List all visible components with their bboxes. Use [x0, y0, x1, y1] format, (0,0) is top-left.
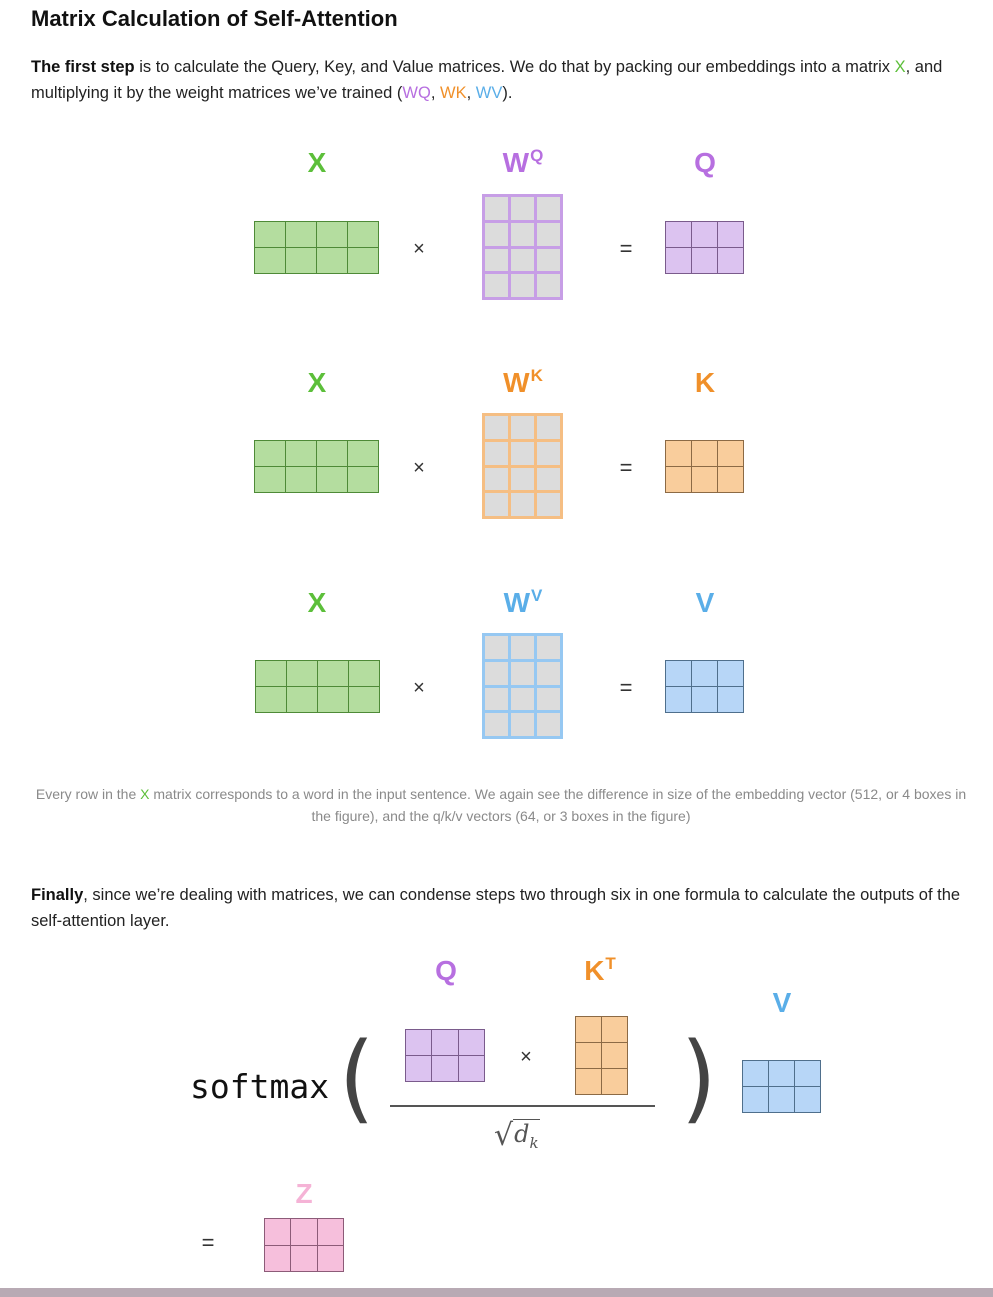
- x-label: X: [307, 147, 327, 178]
- times-operator: ×: [413, 238, 425, 260]
- formula-kt-label: KT: [584, 955, 616, 985]
- caption-x: X: [140, 786, 150, 802]
- wv-label-base: W: [503, 587, 531, 618]
- x-label: X: [307, 587, 327, 618]
- wq-label-sup: Q: [530, 146, 544, 165]
- finally-text: , since we’re dealing with matrices, we …: [31, 886, 961, 930]
- formula-q-matrix: [405, 1029, 485, 1082]
- intro-text-1: is to calculate the Query, Key, and Valu…: [134, 58, 895, 76]
- wk-label-sup: K: [530, 366, 543, 385]
- intro-sep-2: ,: [466, 84, 476, 102]
- figure-caption: Every row in the X matrix corresponds to…: [31, 783, 971, 827]
- k-label: K: [694, 367, 716, 398]
- wv-matrix: [482, 633, 563, 739]
- x-label: X: [307, 367, 327, 398]
- intro-paragraph: The first step is to calculate the Query…: [31, 54, 976, 106]
- wk-matrix: [482, 413, 563, 519]
- wq-label: WQ: [503, 147, 544, 177]
- k-matrix: [665, 440, 744, 493]
- intro-wv: WV: [475, 84, 503, 102]
- formula-kt-matrix: [575, 1016, 628, 1095]
- formula-times-operator: ×: [520, 1046, 532, 1068]
- fraction-line: [390, 1105, 655, 1107]
- equals-operator: =: [619, 675, 633, 700]
- x-matrix: [254, 221, 379, 274]
- times-operator: ×: [413, 677, 425, 699]
- intro-wq: WQ: [402, 84, 431, 102]
- wq-matrix: [482, 194, 563, 300]
- intro-wk: WK: [440, 84, 467, 102]
- finally-paragraph: Finally, since we’re dealing with matric…: [31, 882, 976, 934]
- intro-sep-1: ,: [430, 84, 440, 102]
- wk-label: WK: [503, 367, 543, 397]
- formula-v-label: V: [772, 987, 792, 1018]
- z-label: Z: [295, 1178, 313, 1209]
- sqrt-symbol: √: [494, 1118, 514, 1153]
- finally-bold: Finally: [31, 886, 84, 904]
- page-title: Matrix Calculation of Self-Attention: [31, 6, 398, 31]
- formula-equals-operator: =: [201, 1230, 215, 1255]
- wq-label-base: W: [502, 147, 530, 178]
- wv-label: WV: [504, 587, 543, 617]
- formula-v-matrix: [742, 1060, 821, 1113]
- v-label: V: [695, 587, 715, 618]
- dk-sub: k: [529, 1133, 539, 1152]
- sqrt-dk: √dk: [494, 1118, 540, 1153]
- intro-x: X: [894, 58, 906, 76]
- intro-text-2: , and multiplying it by the weight matri…: [31, 58, 943, 102]
- bottom-scroll-bar: [0, 1288, 993, 1297]
- caption-text-1: Every row in the: [35, 786, 141, 802]
- kt-label-base: K: [584, 955, 605, 986]
- equals-operator: =: [619, 455, 633, 480]
- caption-text-2: matrix corresponds to a word in the inpu…: [149, 786, 967, 824]
- v-matrix: [665, 660, 744, 713]
- q-matrix: [665, 221, 744, 274]
- x-matrix: [254, 440, 379, 493]
- softmax-label: softmax: [190, 1067, 330, 1106]
- x-matrix: [255, 660, 380, 713]
- z-matrix: [264, 1218, 344, 1272]
- wk-label-base: W: [503, 367, 530, 398]
- q-label: Q: [694, 147, 716, 178]
- intro-bold: The first step: [31, 58, 135, 76]
- equals-operator: =: [619, 236, 633, 261]
- wv-label-sup: V: [531, 586, 543, 605]
- kt-label-sup: T: [605, 954, 616, 973]
- open-paren: (: [338, 1022, 375, 1134]
- close-paren: ): [680, 1022, 717, 1134]
- dk-base: d: [514, 1120, 530, 1148]
- intro-text-3: ).: [502, 84, 513, 102]
- formula-q-label: Q: [435, 955, 457, 986]
- times-operator: ×: [413, 457, 425, 479]
